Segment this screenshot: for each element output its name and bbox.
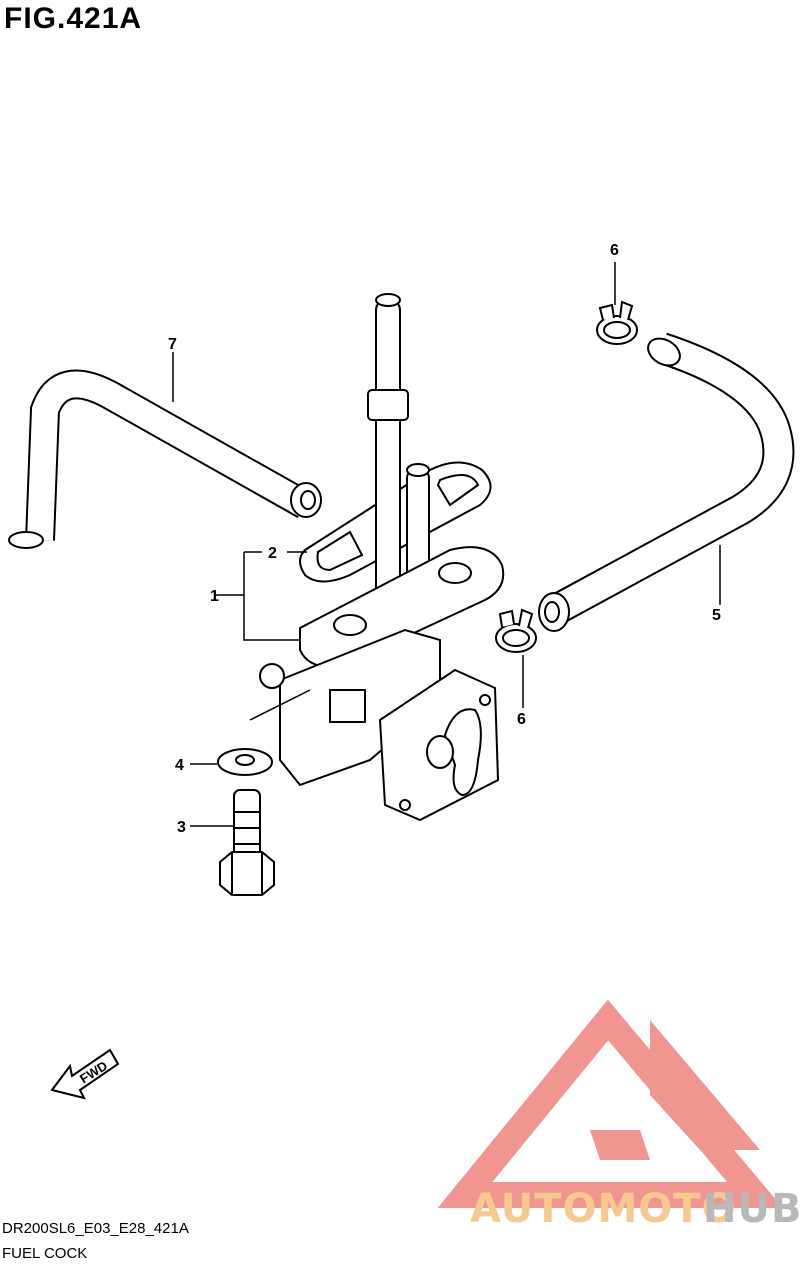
part-1-fuel-cock xyxy=(259,293,505,822)
watermark-logo xyxy=(437,999,783,1208)
callout-1: 1 xyxy=(210,588,219,605)
watermark-text-automoto: AUTOMOTO xyxy=(470,1186,737,1232)
callout-6-lower: 6 xyxy=(517,711,526,728)
callout-6-upper: 6 xyxy=(610,242,619,259)
leader-lines xyxy=(172,262,721,827)
figure-title: FIG.421A xyxy=(4,2,143,35)
part-3-bolt xyxy=(219,789,275,896)
watermark-text-hub: HUB xyxy=(703,1186,800,1232)
part-4-washer xyxy=(217,748,273,776)
callout-5: 5 xyxy=(712,607,721,624)
callout-3: 3 xyxy=(177,819,186,836)
footer-diagram-name: FUEL COCK xyxy=(2,1245,88,1262)
fwd-arrow-icon xyxy=(50,1048,120,1100)
callout-7: 7 xyxy=(168,336,177,353)
callout-4: 4 xyxy=(175,757,184,774)
part-7-hose xyxy=(8,369,322,549)
callout-2: 2 xyxy=(268,545,277,562)
part-5-hose xyxy=(538,332,795,632)
part-6-clamp-lower xyxy=(495,608,537,653)
part-6-clamp-upper xyxy=(596,300,638,345)
footer-diagram-code: DR200SL6_E03_E28_421A xyxy=(2,1220,189,1237)
